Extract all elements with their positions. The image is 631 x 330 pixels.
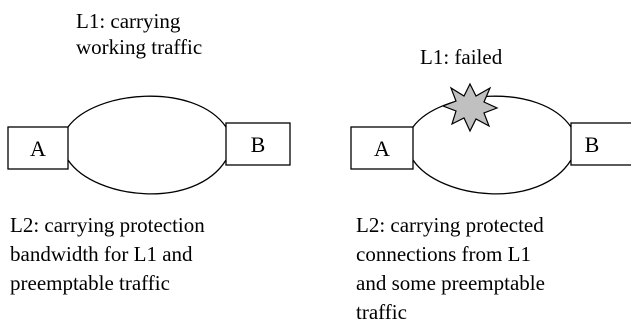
right-node-a-label: A <box>374 136 390 161</box>
left-link-l1 <box>67 95 227 128</box>
right-panel: A B <box>350 82 631 195</box>
left-l1-label-line2: working traffic <box>76 35 203 59</box>
failure-burst-icon <box>441 82 499 133</box>
left-l2-label-line3: preemptable traffic <box>10 271 170 295</box>
right-l2-label-line3: and some preemptable <box>356 271 545 295</box>
left-panel: A B <box>7 95 291 195</box>
left-link-l2 <box>67 159 227 195</box>
left-node-b: B <box>225 122 291 166</box>
right-node-a: A <box>350 126 414 170</box>
left-node-a: A <box>7 126 69 170</box>
left-l2-label-line2: bandwidth for L1 and <box>10 242 193 266</box>
right-l1-label: L1: failed <box>420 45 503 69</box>
right-node-b: B <box>570 122 631 166</box>
right-link-l2 <box>412 159 572 195</box>
right-l2-label-line2: connections from L1 <box>356 242 531 266</box>
left-l1-label-line1: L1: carrying <box>76 9 181 33</box>
right-node-b-label: B <box>585 132 600 157</box>
left-node-a-label: A <box>30 136 46 161</box>
right-link-l1 <box>412 95 572 128</box>
right-l2-label-line4: traffic <box>356 300 407 324</box>
right-l2-label-line1: L2: carrying protected <box>356 213 544 237</box>
left-node-b-label: B <box>251 132 266 157</box>
left-l2-label-line1: L2: carrying protection <box>10 213 205 237</box>
